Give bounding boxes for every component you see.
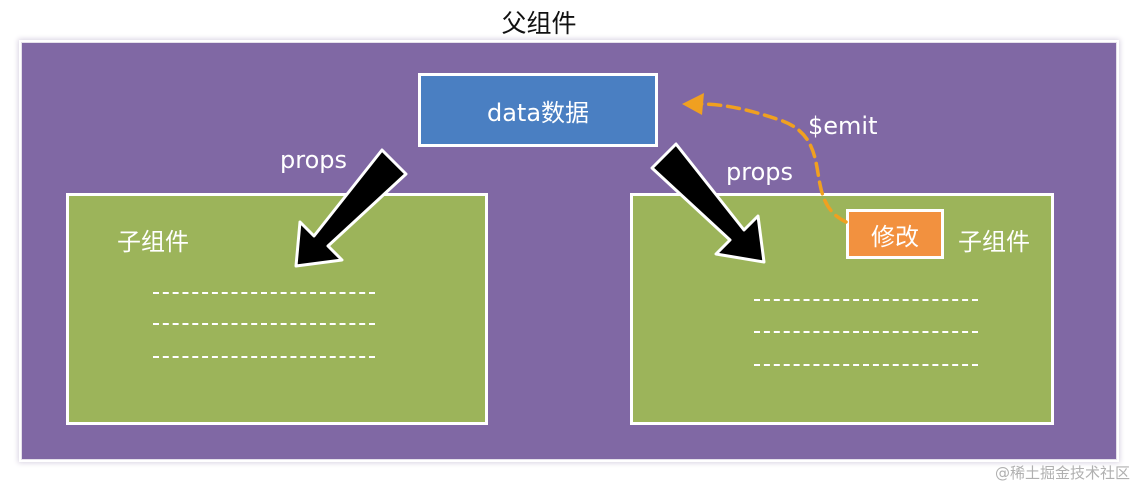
placeholder-line: [153, 292, 375, 294]
child-label-left: 子组件: [117, 228, 189, 256]
watermark: @稀土掘金技术社区: [994, 464, 1130, 482]
props-label-left: props: [280, 146, 347, 174]
emit-label: $emit: [808, 112, 878, 140]
placeholder-line: [754, 364, 978, 366]
props-label-right: props: [726, 158, 793, 186]
modify-button[interactable]: 修改: [846, 209, 944, 259]
placeholder-line: [153, 323, 375, 325]
parent-component-title: 父组件: [501, 9, 577, 38]
placeholder-line: [153, 356, 375, 358]
child-component-right: 子组件: [630, 193, 1054, 425]
placeholder-line: [754, 299, 978, 301]
placeholder-line: [754, 331, 978, 333]
child-label-right: 子组件: [958, 228, 1030, 256]
data-box: data数据: [418, 73, 658, 147]
child-component-left: 子组件: [66, 193, 488, 425]
